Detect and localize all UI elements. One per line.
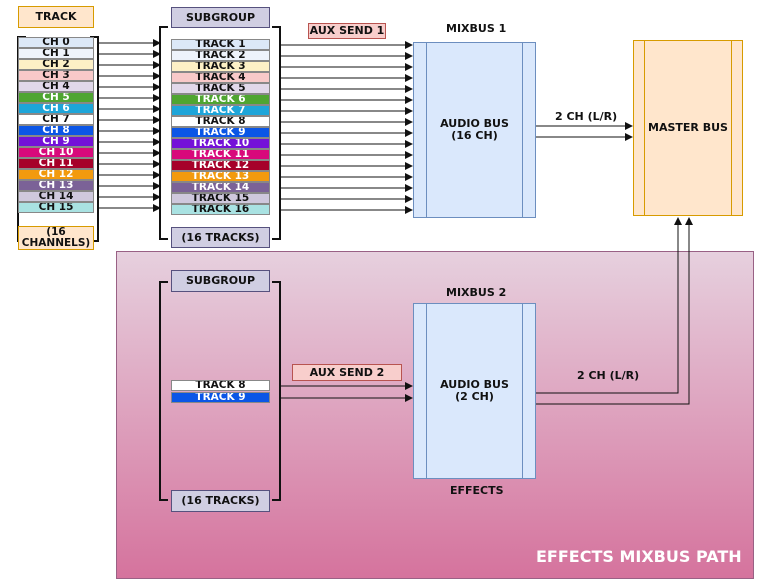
channel-cell-1: CH 1 <box>18 48 94 59</box>
track-cell-13: TRACK 14 <box>171 182 270 193</box>
track2-cell-0: TRACK 8 <box>171 380 270 391</box>
subgroup1-bracket-left <box>159 26 168 240</box>
mixbus1-body: AUDIO BUS (16 CH) <box>440 117 509 142</box>
subgroup1-bracket-right <box>272 26 281 240</box>
track-cell-0: TRACK 1 <box>171 39 270 50</box>
channel-cell-13: CH 13 <box>18 180 94 191</box>
channel-cell-0: CH 0 <box>18 37 94 48</box>
mixbus2-body: AUDIO BUS (2 CH) <box>440 378 509 403</box>
subgroup2-footer: (16 TRACKS) <box>171 490 270 512</box>
channel-cell-2: CH 2 <box>18 59 94 70</box>
subgroup1-header: SUBGROUP <box>171 7 270 28</box>
channel-cell-8: CH 8 <box>18 125 94 136</box>
channel-to-subgroup-arrows <box>98 39 161 212</box>
mixbus1-link-label: 2 CH (L/R) <box>555 110 618 123</box>
mixbus2-master-arrow-r <box>536 217 693 405</box>
subgroup-to-mixbus1-arrows <box>280 41 413 214</box>
mixbus1-title: MIXBUS 1 <box>446 22 507 35</box>
track-cell-8: TRACK 9 <box>171 127 270 138</box>
master-bus-box: MASTER BUS <box>633 40 743 216</box>
mixbus2-footer: EFFECTS <box>450 484 504 497</box>
track-cell-5: TRACK 6 <box>171 94 270 105</box>
track-cell-9: TRACK 10 <box>171 138 270 149</box>
channel-cell-12: CH 12 <box>18 169 94 180</box>
channel-cell-11: CH 11 <box>18 158 94 169</box>
channel-cell-4: CH 4 <box>18 81 94 92</box>
track-cell-10: TRACK 11 <box>171 149 270 160</box>
subgroup1-footer: (16 TRACKS) <box>171 227 270 248</box>
channel-cell-6: CH 6 <box>18 103 94 114</box>
subgroup2-bracket-left <box>159 281 168 501</box>
track-cell-4: TRACK 5 <box>171 83 270 94</box>
track-cell-6: TRACK 7 <box>171 105 270 116</box>
channel-cell-7: CH 7 <box>18 114 94 125</box>
aux-send-2-label: AUX SEND 2 <box>292 364 402 381</box>
track-footer: (16 CHANNELS) <box>18 226 94 250</box>
channel-cell-14: CH 14 <box>18 191 94 202</box>
track-bracket-right <box>90 36 99 242</box>
channel-cell-9: CH 9 <box>18 136 94 147</box>
mixbus2-box: AUDIO BUS (2 CH) <box>413 303 536 479</box>
track-cell-11: TRACK 12 <box>171 160 270 171</box>
subgroup2-header: SUBGROUP <box>171 270 270 292</box>
track-cell-7: TRACK 8 <box>171 116 270 127</box>
channel-cell-3: CH 3 <box>18 70 94 81</box>
track-header: TRACK <box>18 6 94 28</box>
track-cell-1: TRACK 2 <box>171 50 270 61</box>
master-bus-label: MASTER BUS <box>648 121 728 134</box>
track2-cell-1: TRACK 9 <box>171 392 270 403</box>
channel-cell-15: CH 15 <box>18 202 94 213</box>
track-footer-label: (16 CHANNELS) <box>21 226 91 249</box>
track-cell-2: TRACK 3 <box>171 61 270 72</box>
mixbus2-link-label: 2 CH (L/R) <box>577 369 640 382</box>
mixbus1-box: AUDIO BUS (16 CH) <box>413 42 536 218</box>
mixbus2-master-arrow-l <box>536 217 682 394</box>
track-cell-12: TRACK 13 <box>171 171 270 182</box>
track-cell-3: TRACK 4 <box>171 72 270 83</box>
subgroup2-bracket-right <box>272 281 281 501</box>
channel-cell-10: CH 10 <box>18 147 94 158</box>
effects-mixbus-path-title: EFFECTS MIXBUS PATH <box>536 547 742 566</box>
mixbus2-title: MIXBUS 2 <box>446 286 507 299</box>
track-cell-15: TRACK 16 <box>171 204 270 215</box>
channel-cell-5: CH 5 <box>18 92 94 103</box>
track-cell-14: TRACK 15 <box>171 193 270 204</box>
aux-send-1-label: AUX SEND 1 <box>308 23 386 39</box>
